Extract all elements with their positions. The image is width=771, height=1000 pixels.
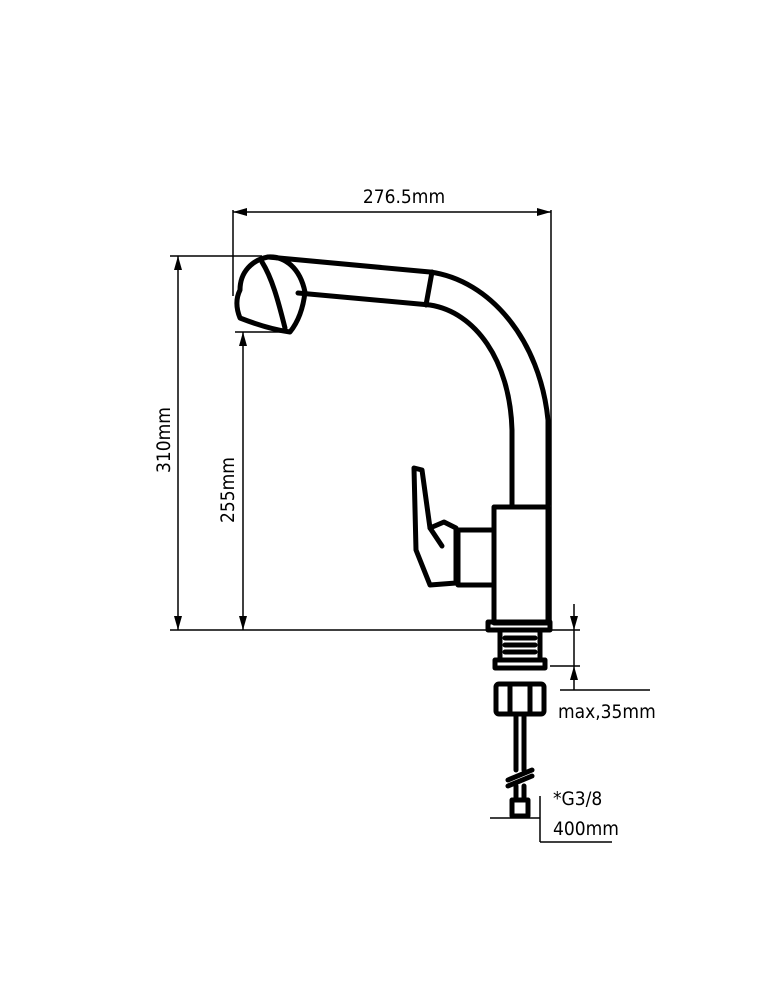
dimension-width (232, 208, 552, 630)
dimension-total-height (170, 255, 490, 631)
total-height-label: 310mm (153, 407, 175, 473)
max-thickness-label: max,35mm (558, 701, 656, 723)
thread-label: *G3/8 (553, 788, 602, 810)
mounting-shank (492, 627, 548, 819)
spout-height-label: 255mm (217, 457, 239, 523)
dimension-max-thickness (550, 604, 650, 691)
faucet-outline (234, 254, 553, 633)
dimension-hose (490, 796, 612, 843)
hose-length-label: 400mm (553, 818, 619, 840)
dimension-spout-height (235, 331, 290, 630)
width-label: 276.5mm (363, 186, 445, 208)
